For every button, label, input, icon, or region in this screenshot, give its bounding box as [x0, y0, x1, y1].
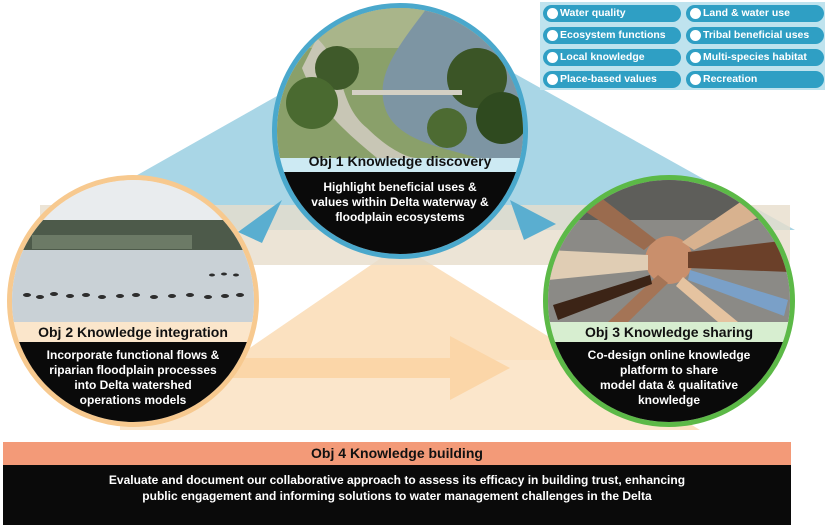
bullet-icon — [690, 74, 701, 85]
bullet-icon — [547, 74, 558, 85]
tag-local-knowledge: Local knowledge — [543, 49, 681, 66]
bullet-icon — [547, 8, 558, 19]
obj2-description: Incorporate functional flows & riparian … — [12, 342, 254, 422]
tag-tribal-beneficial-uses: Tribal beneficial uses — [686, 27, 824, 44]
obj1-title: Obj 1 Knowledge discovery — [308, 153, 492, 169]
tag-ecosystem-functions: Ecosystem functions — [543, 27, 681, 44]
obj1-description: Highlight beneficial uses & values withi… — [277, 172, 523, 254]
tag-place-based-values: Place-based values — [543, 71, 681, 88]
arrow-right — [230, 336, 510, 400]
obj4-title: Obj 4 Knowledge building — [3, 442, 791, 465]
tag-water-quality: Water quality — [543, 5, 681, 22]
bullet-icon — [690, 52, 701, 63]
arrow-left-up — [238, 200, 282, 243]
obj2-title: Obj 2 Knowledge integration — [38, 324, 228, 340]
obj4-description: Evaluate and document our collaborative … — [3, 465, 791, 525]
obj3-title: Obj 3 Knowledge sharing — [584, 324, 754, 340]
obj1-circle: Obj 1 Knowledge discovery Highlight bene… — [272, 3, 528, 259]
obj3-description: Co-design online knowledge platform to s… — [548, 342, 790, 422]
tag-multi-species-habitat: Multi-species habitat — [686, 49, 824, 66]
keyword-tags-panel: Water quality Land & water use Ecosystem… — [540, 2, 825, 90]
bullet-icon — [690, 8, 701, 19]
tag-land-water-use: Land & water use — [686, 5, 824, 22]
obj3-circle: Obj 3 Knowledge sharing Co-design online… — [543, 175, 795, 427]
bullet-icon — [547, 52, 558, 63]
tag-recreation: Recreation — [686, 71, 824, 88]
bullet-icon — [547, 30, 558, 41]
obj2-circle: Obj 2 Knowledge integration Incorporate … — [7, 175, 259, 427]
bullet-icon — [690, 30, 701, 41]
